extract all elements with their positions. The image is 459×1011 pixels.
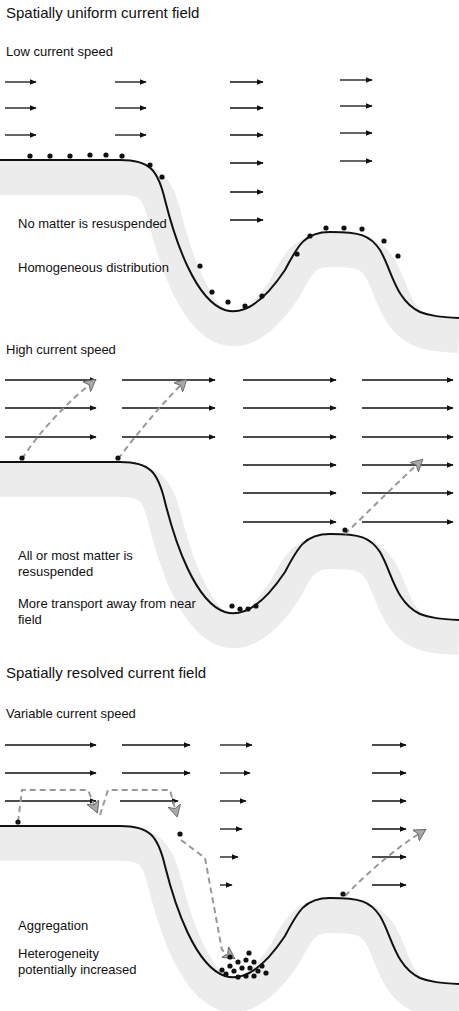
current-arrows [5, 80, 453, 885]
current-arrow [5, 134, 36, 135]
current-arrow [230, 107, 263, 108]
panel-subheading: High current speed [6, 342, 306, 358]
current-arrow [362, 379, 453, 380]
panel-subheading: Variable current speed [6, 706, 306, 722]
current-arrow [362, 464, 453, 465]
current-arrow [362, 407, 453, 408]
current-arrow [340, 105, 372, 106]
seabed-shading [0, 178, 459, 1002]
current-arrow [5, 772, 96, 773]
current-arrow [122, 379, 215, 380]
current-arrow [115, 107, 146, 108]
panel-note: Homogeneous distribution [18, 260, 198, 276]
current-arrow [5, 436, 96, 437]
current-arrow [120, 800, 178, 801]
current-arrow [122, 772, 190, 773]
panel-note: No matter is resuspended [18, 216, 198, 232]
current-arrow [372, 828, 406, 829]
current-arrow [220, 772, 250, 773]
current-arrow [5, 107, 36, 108]
current-arrow [122, 744, 190, 745]
seabed-line [0, 160, 459, 984]
current-arrow [5, 744, 96, 745]
current-arrow [243, 492, 336, 493]
current-arrow [372, 772, 406, 773]
current-arrow [243, 407, 336, 408]
current-arrow [372, 884, 406, 885]
current-arrow [122, 436, 215, 437]
current-arrow [372, 856, 406, 857]
current-arrow [230, 191, 263, 192]
current-arrow [362, 492, 453, 493]
current-arrow [220, 884, 232, 885]
current-arrow [230, 81, 263, 82]
particles [15, 152, 400, 979]
current-arrow [220, 744, 252, 745]
current-arrow [5, 407, 96, 408]
panel-note: Heterogeneity potentially increased [18, 946, 158, 979]
current-arrow [340, 79, 372, 80]
current-arrow [220, 828, 242, 829]
current-arrow [5, 379, 96, 380]
current-arrow [243, 436, 336, 437]
panel-subheading: Low current speed [6, 44, 306, 60]
current-arrow [243, 464, 336, 465]
current-arrow [115, 81, 146, 82]
current-arrow [362, 436, 453, 437]
current-arrow [372, 744, 406, 745]
current-arrow [122, 407, 215, 408]
current-arrow [362, 521, 453, 522]
panel-heading: Spatially uniform current field [6, 4, 446, 23]
current-arrow [230, 162, 263, 163]
panel-note: All or most matter is resuspended [18, 548, 158, 581]
current-arrow [340, 160, 372, 161]
current-arrow [340, 132, 372, 133]
current-arrow [220, 800, 246, 801]
current-arrow [230, 134, 263, 135]
current-arrow [5, 81, 36, 82]
panel-heading: Spatially resolved current field [6, 664, 446, 683]
panel-note: More transport away from near field [18, 596, 208, 629]
panel-note: Aggregation [18, 918, 198, 934]
current-arrow [230, 219, 263, 220]
current-arrow [115, 134, 146, 135]
current-arrow [220, 856, 238, 857]
current-arrow [243, 379, 336, 380]
current-arrow [243, 521, 336, 522]
current-arrow [5, 800, 96, 801]
current-arrow [372, 800, 406, 801]
